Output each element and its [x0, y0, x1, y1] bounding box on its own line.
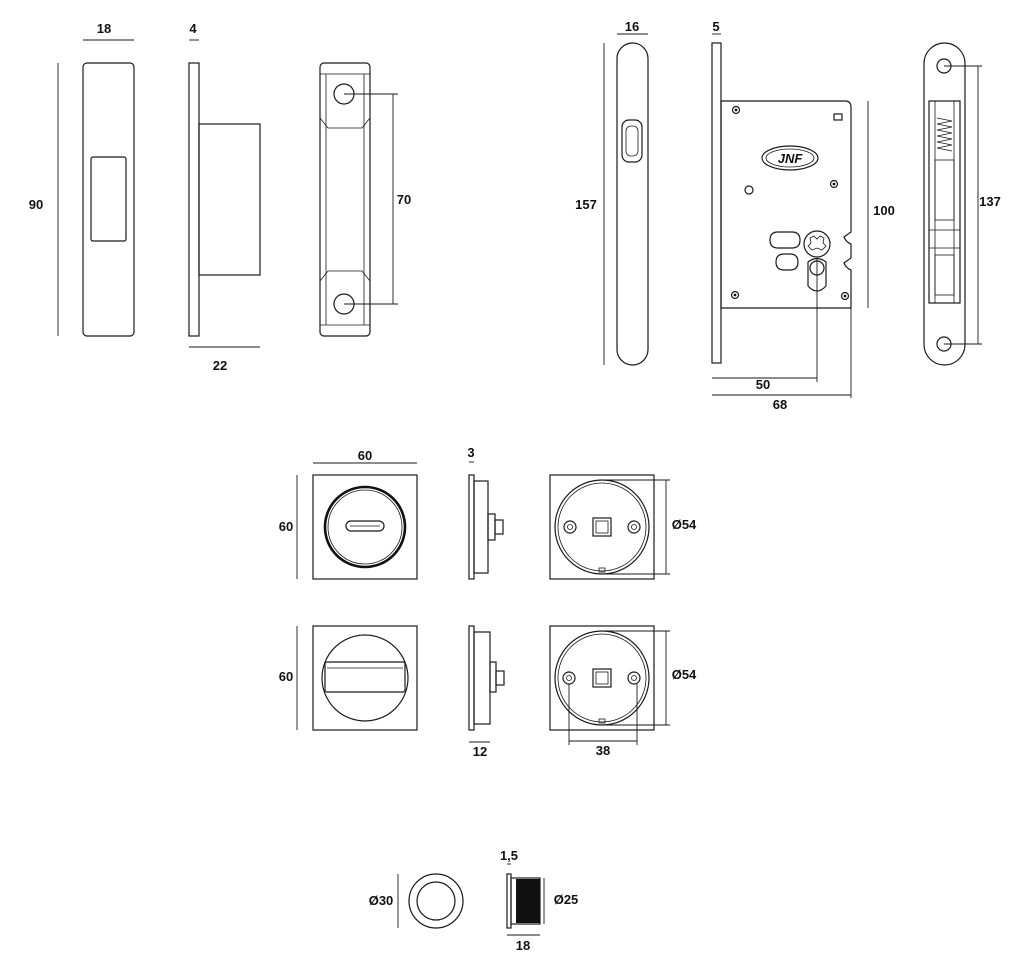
- strike-depth-label: 22: [213, 358, 227, 373]
- flush-pull-inner-diameter-label: Ø25: [554, 892, 579, 907]
- thumbturn-screw-spacing-label: 38: [596, 743, 610, 758]
- edge-pull-length-label: 137: [979, 194, 1001, 209]
- privacy-rose-width-dimension: 60: [313, 448, 417, 464]
- thumbturn-rose-side-view: [468, 625, 505, 731]
- backset-dimension: 50: [712, 258, 818, 392]
- flush-pull-front-view: [408, 873, 464, 929]
- strike-flange-label: 4: [189, 21, 197, 36]
- privacy-rose-thickness-dimension: 3: [467, 445, 475, 463]
- privacy-rose-height-label: 60: [279, 519, 293, 534]
- flush-pull-knurling: [516, 879, 540, 923]
- strike-plate-height-dimension: 90: [29, 63, 59, 336]
- thumbturn-rose-front-view: [312, 625, 418, 731]
- privacy-rose-back-view: [549, 474, 655, 580]
- privacy-rose-width-label: 60: [358, 448, 372, 463]
- lock-faceplate-front-view: [616, 42, 649, 366]
- strike-plate-back-view: [319, 62, 371, 337]
- strike-box-depth-dimension: 22: [189, 346, 260, 373]
- privacy-rose-diameter-dimension: Ø54: [602, 479, 697, 575]
- edge-pull-length-dimension: 137: [944, 65, 1001, 345]
- strike-plate-height-label: 90: [29, 197, 43, 212]
- flush-pull-side-view: [506, 873, 541, 929]
- case-height-dimension: 100: [867, 101, 895, 308]
- mortise-lock-case: JNF: [711, 42, 852, 364]
- privacy-rose-front-view: [312, 474, 418, 580]
- faceplate-width-dimension: 16: [617, 19, 648, 35]
- thumbturn-rose-projection-label: 12: [473, 744, 487, 759]
- strike-plate-width-label: 18: [97, 21, 111, 36]
- case-height-label: 100: [873, 203, 895, 218]
- thumbturn-rose-back-view: [549, 625, 655, 731]
- strike-plate-front-view: [82, 62, 135, 337]
- thumbturn-screw-spacing-dimension: 38: [568, 684, 638, 758]
- faceplate-thickness-dimension: 5: [712, 19, 721, 35]
- faceplate-thickness-label: 5: [712, 19, 719, 34]
- thumbturn-rose-diameter-label: Ø54: [672, 667, 697, 682]
- thumbturn-rose-height-label: 60: [279, 669, 293, 684]
- privacy-rose-thickness-label: 3: [467, 445, 474, 460]
- flush-pull-flange-dimension: 1,5: [500, 848, 518, 865]
- privacy-rose-height-dimension: 60: [279, 475, 298, 579]
- thumbturn-rose-projection-dimension: 12: [469, 741, 490, 759]
- faceplate-width-label: 16: [625, 19, 639, 34]
- flush-pull-inner-diameter-dimension: Ø25: [543, 878, 579, 924]
- faceplate-length-label: 157: [575, 197, 597, 212]
- brand-logo: JNF: [761, 145, 819, 171]
- thumbturn-rose-diameter-dimension: Ø54: [602, 630, 697, 726]
- flush-pull-flange-label: 1,5: [500, 848, 518, 863]
- strike-hole-spacing-dimension: 70: [344, 93, 411, 305]
- backset-label: 50: [756, 377, 770, 392]
- privacy-rose-diameter-label: Ø54: [672, 517, 697, 532]
- strike-box-flange-dimension: 4: [189, 21, 199, 41]
- flush-pull-diameter-label: Ø30: [369, 893, 394, 908]
- flush-pull-diameter-dimension: Ø30: [369, 874, 399, 928]
- strike-plate-width-dimension: 18: [83, 21, 134, 41]
- strike-hole-spacing-label: 70: [397, 192, 411, 207]
- flush-pull-depth-dimension: 18: [507, 934, 540, 953]
- thumbturn-rose-height-dimension: 60: [279, 626, 298, 730]
- case-depth-label: 68: [773, 397, 787, 412]
- case-depth-dimension: 68: [712, 308, 852, 412]
- strike-box-side-view: [188, 62, 261, 337]
- edge-pull-side-view: [923, 42, 966, 366]
- brand-logo-text: JNF: [778, 151, 804, 166]
- faceplate-length-dimension: 157: [575, 43, 605, 365]
- flush-pull-depth-label: 18: [516, 938, 530, 953]
- privacy-rose-side-view: [468, 474, 504, 580]
